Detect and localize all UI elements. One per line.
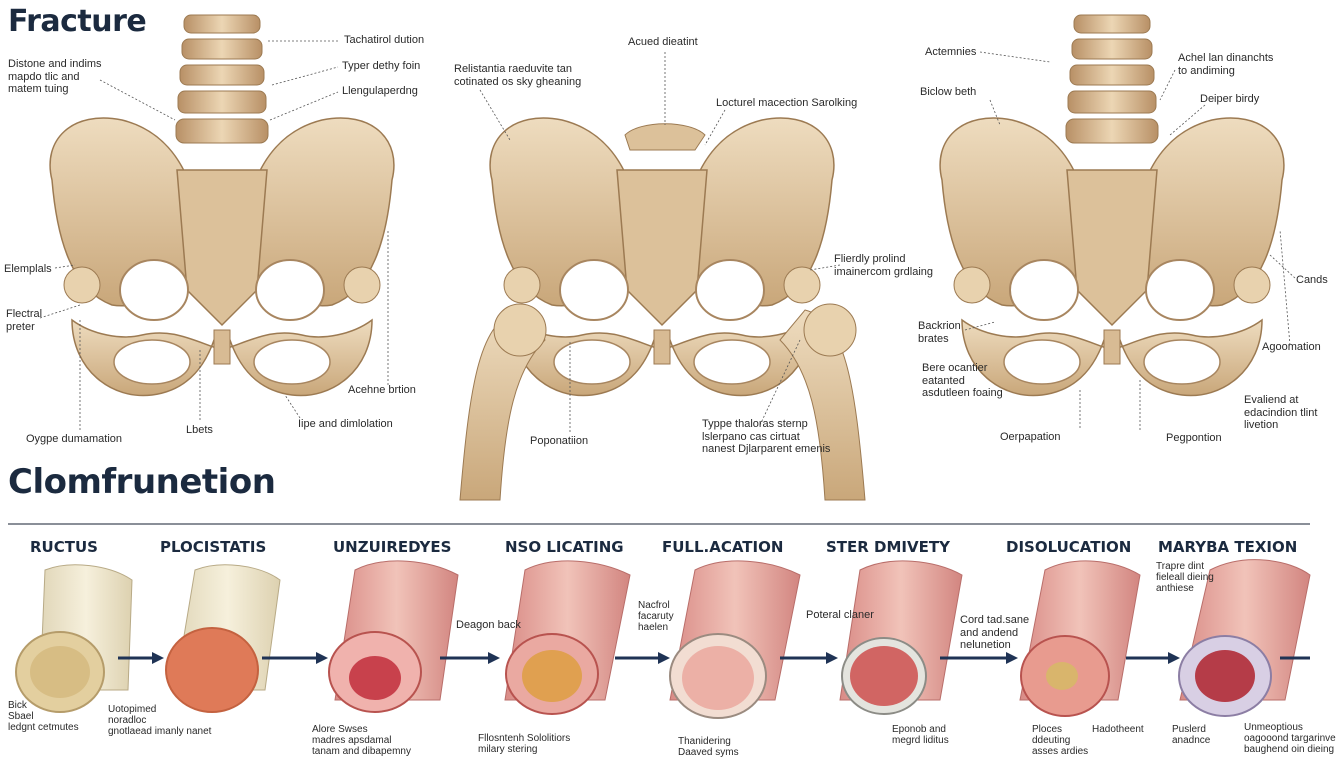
flow-arrows	[118, 652, 1310, 664]
stage-title: MARYBA TEXION	[1158, 538, 1298, 556]
sacrum-crest	[624, 123, 706, 151]
stage-8-tissue	[1178, 559, 1311, 717]
heading-section-two: Clomfrunetion	[8, 462, 276, 502]
label: Distone and indims mapdo tlic and matem …	[8, 58, 102, 95]
stage-4-tissue	[504, 560, 631, 715]
label: Agoomation	[1262, 341, 1321, 353]
label: Alore Swses madres apsdamal tanam and di…	[312, 724, 411, 757]
label: Bere ocantier eatanted asdutleen foaing	[922, 362, 1003, 399]
stage-7-tissue	[1019, 560, 1141, 717]
label: Uotopimed noradloc gnotlaead imanly nane…	[108, 704, 212, 737]
label: Deiper birdy	[1200, 93, 1260, 105]
label: Typpe thaloras sternp lslerpano cas cirt…	[702, 418, 831, 455]
stage-6-tissue	[839, 560, 963, 715]
label: Relistantia raeduvite tan cotinated os s…	[454, 63, 582, 88]
pelvis-center	[459, 117, 866, 501]
label: Eponob and megrd liditus	[892, 724, 949, 746]
label: Cands	[1296, 274, 1328, 286]
stage-title: RUCTUS	[30, 538, 98, 556]
femur-head-right	[803, 303, 857, 357]
label: Poteral claner	[806, 609, 874, 621]
label: Actemnies	[925, 46, 977, 58]
label: Llengulaperdng	[342, 85, 418, 97]
stage-title: PLOCISTATIS	[160, 538, 267, 556]
section-divider	[8, 523, 1310, 525]
stage-title: STER DMIVETY	[826, 538, 950, 556]
label: Flectral preter	[6, 308, 43, 333]
label: Evaliend at edacindion tlint livetion	[1244, 394, 1318, 431]
heading-fracture: Fracture	[8, 4, 147, 39]
label: Pegpontion	[1166, 432, 1222, 444]
label: Typer dethy foin	[342, 60, 421, 72]
label: Oygpe dumamation	[26, 433, 122, 445]
label: Oerpapation	[1000, 431, 1061, 443]
stage-title: FULL.ACATION	[662, 538, 784, 556]
label: Fllosntenh Sololitiors milary stering	[478, 733, 571, 755]
label: Acued dieatint	[628, 36, 698, 48]
label: Thanidering Daaved syms	[678, 736, 739, 758]
label: Biclow beth	[920, 86, 977, 98]
label: Achel lan dinanchts to andiming	[1178, 52, 1274, 77]
label: Unmeoptious oagooond targarinve baughend…	[1244, 722, 1336, 755]
stage-2-bone	[165, 564, 281, 713]
label: Locturel macection Sarolking	[716, 97, 858, 109]
femur-head-left	[493, 303, 547, 357]
stage-title: NSO LICATING	[505, 538, 624, 556]
label: Iipe and dimlolation	[298, 418, 393, 430]
label: Lbets	[186, 424, 213, 436]
label: Hadotheent	[1092, 724, 1144, 735]
label: Puslerd anadnce	[1172, 724, 1211, 746]
leader-lines	[39, 40, 1296, 432]
label: Backrion brates	[918, 320, 961, 345]
label: Cord tad.sane and andend nelunetion	[960, 614, 1030, 651]
label: Tachatirol dution	[344, 34, 425, 46]
stage-1-bone	[15, 564, 133, 713]
label: Deagon back	[456, 619, 521, 631]
stage-3-tissue	[328, 560, 459, 713]
label: Acehne brtion	[348, 384, 416, 396]
label: Bick Sbael ledgnt cetmutes	[8, 700, 79, 733]
label: Trapre dint fieleall dieing anthiese	[1156, 561, 1214, 594]
stage-5-tissue	[669, 560, 801, 719]
stage-title: UNZUIREDYES	[333, 538, 452, 556]
label: Poponatiion	[530, 435, 589, 447]
stage-illustrations	[15, 559, 1311, 719]
stage-title: DISOLUCATION	[1006, 538, 1132, 556]
label: Elemplals	[4, 263, 52, 275]
label: Flierdly prolind imainercom grdlaing	[834, 253, 934, 278]
label: Nacfrol facaruty haelen	[638, 600, 674, 633]
label: Ploces ddeuting asses ardies	[1032, 724, 1089, 757]
femur-left	[459, 309, 546, 501]
